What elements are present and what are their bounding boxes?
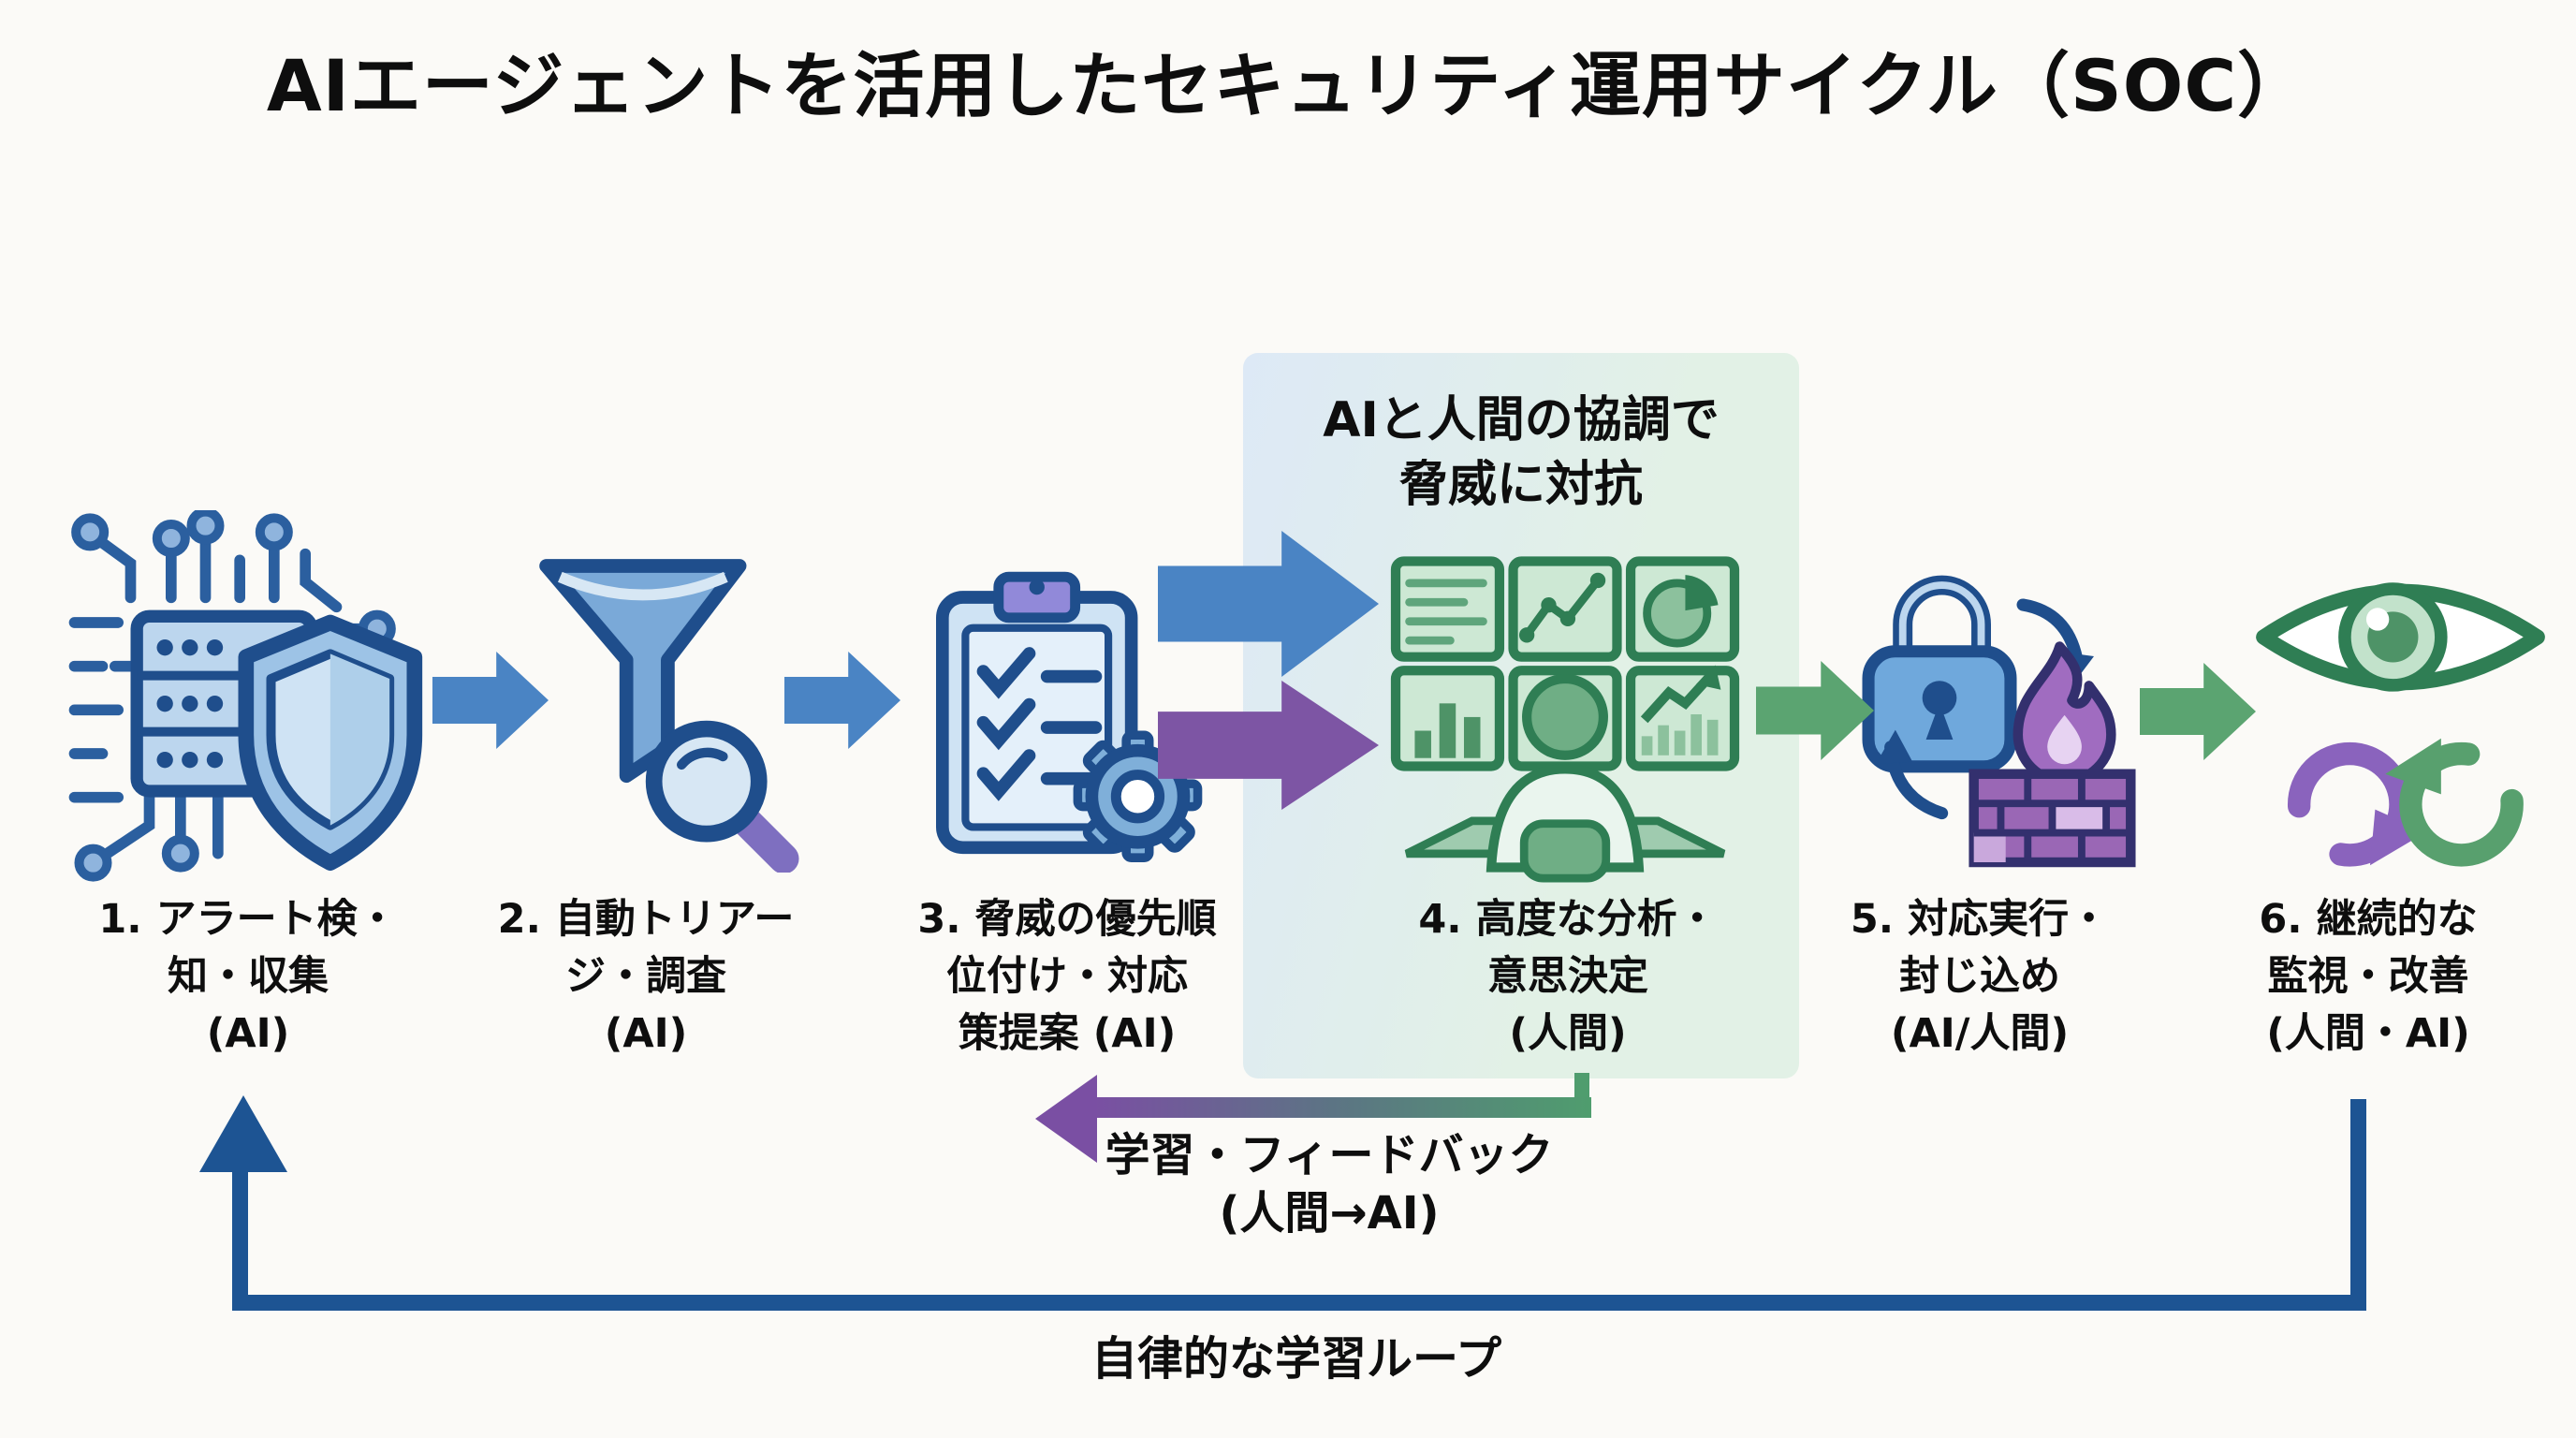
eye-loop-icon	[2248, 538, 2553, 883]
arrow-step5-to-step6	[2140, 663, 2256, 760]
ai-server-shield-icon	[49, 506, 437, 885]
loop-line-bottom	[232, 1295, 2366, 1311]
loop-line-right	[2350, 1099, 2366, 1311]
feedback-label-line1: 学習・フィードバック	[1105, 1129, 1554, 1181]
step6-label: 6. 継続的な 監視・改善 (人間・AI)	[2259, 896, 2478, 1058]
analyst-monitors-icon	[1374, 545, 1756, 884]
page-title: AIエージェントを活用したセキュリティ運用サイクル（SOC）	[266, 44, 2310, 127]
arrow-step2-to-step3	[784, 652, 900, 749]
step2-label: 2. 自動トリアー ジ・調査 (AI)	[497, 896, 795, 1058]
feedback-arrow-bar	[1093, 1097, 1591, 1118]
feedback-connector-vertical	[1574, 1073, 1589, 1101]
step5-label: 5. 対応実行・ 封じ込め (AI/人間)	[1850, 896, 2110, 1058]
highlight-caption-line1: AIと人間の協調で	[1323, 392, 1720, 448]
loop-label: 自律的な学習ループ	[1090, 1332, 1502, 1386]
step4-label: 4. 高度な分析・ 意思決定 (人間)	[1418, 896, 1718, 1058]
highlight-caption: AIと人間の協調で 脅威に対抗	[1243, 389, 1799, 517]
loop-line-left	[232, 1170, 248, 1303]
highlight-caption-line2: 脅威に対抗	[1398, 456, 1643, 513]
checklist-gear-icon	[922, 545, 1203, 874]
loop-arrowhead-icon	[199, 1095, 287, 1172]
feedback-label-line2: (人間→AI)	[1219, 1187, 1440, 1240]
step1-label: 1. アラート検・ 知・収集 (AI)	[98, 896, 398, 1058]
step3-label: 3. 脅威の優先順 位付け・対応 策提案 (AI)	[917, 896, 1217, 1058]
triage-funnel-search-icon	[524, 536, 800, 874]
lock-firewall-icon	[1837, 534, 2145, 882]
